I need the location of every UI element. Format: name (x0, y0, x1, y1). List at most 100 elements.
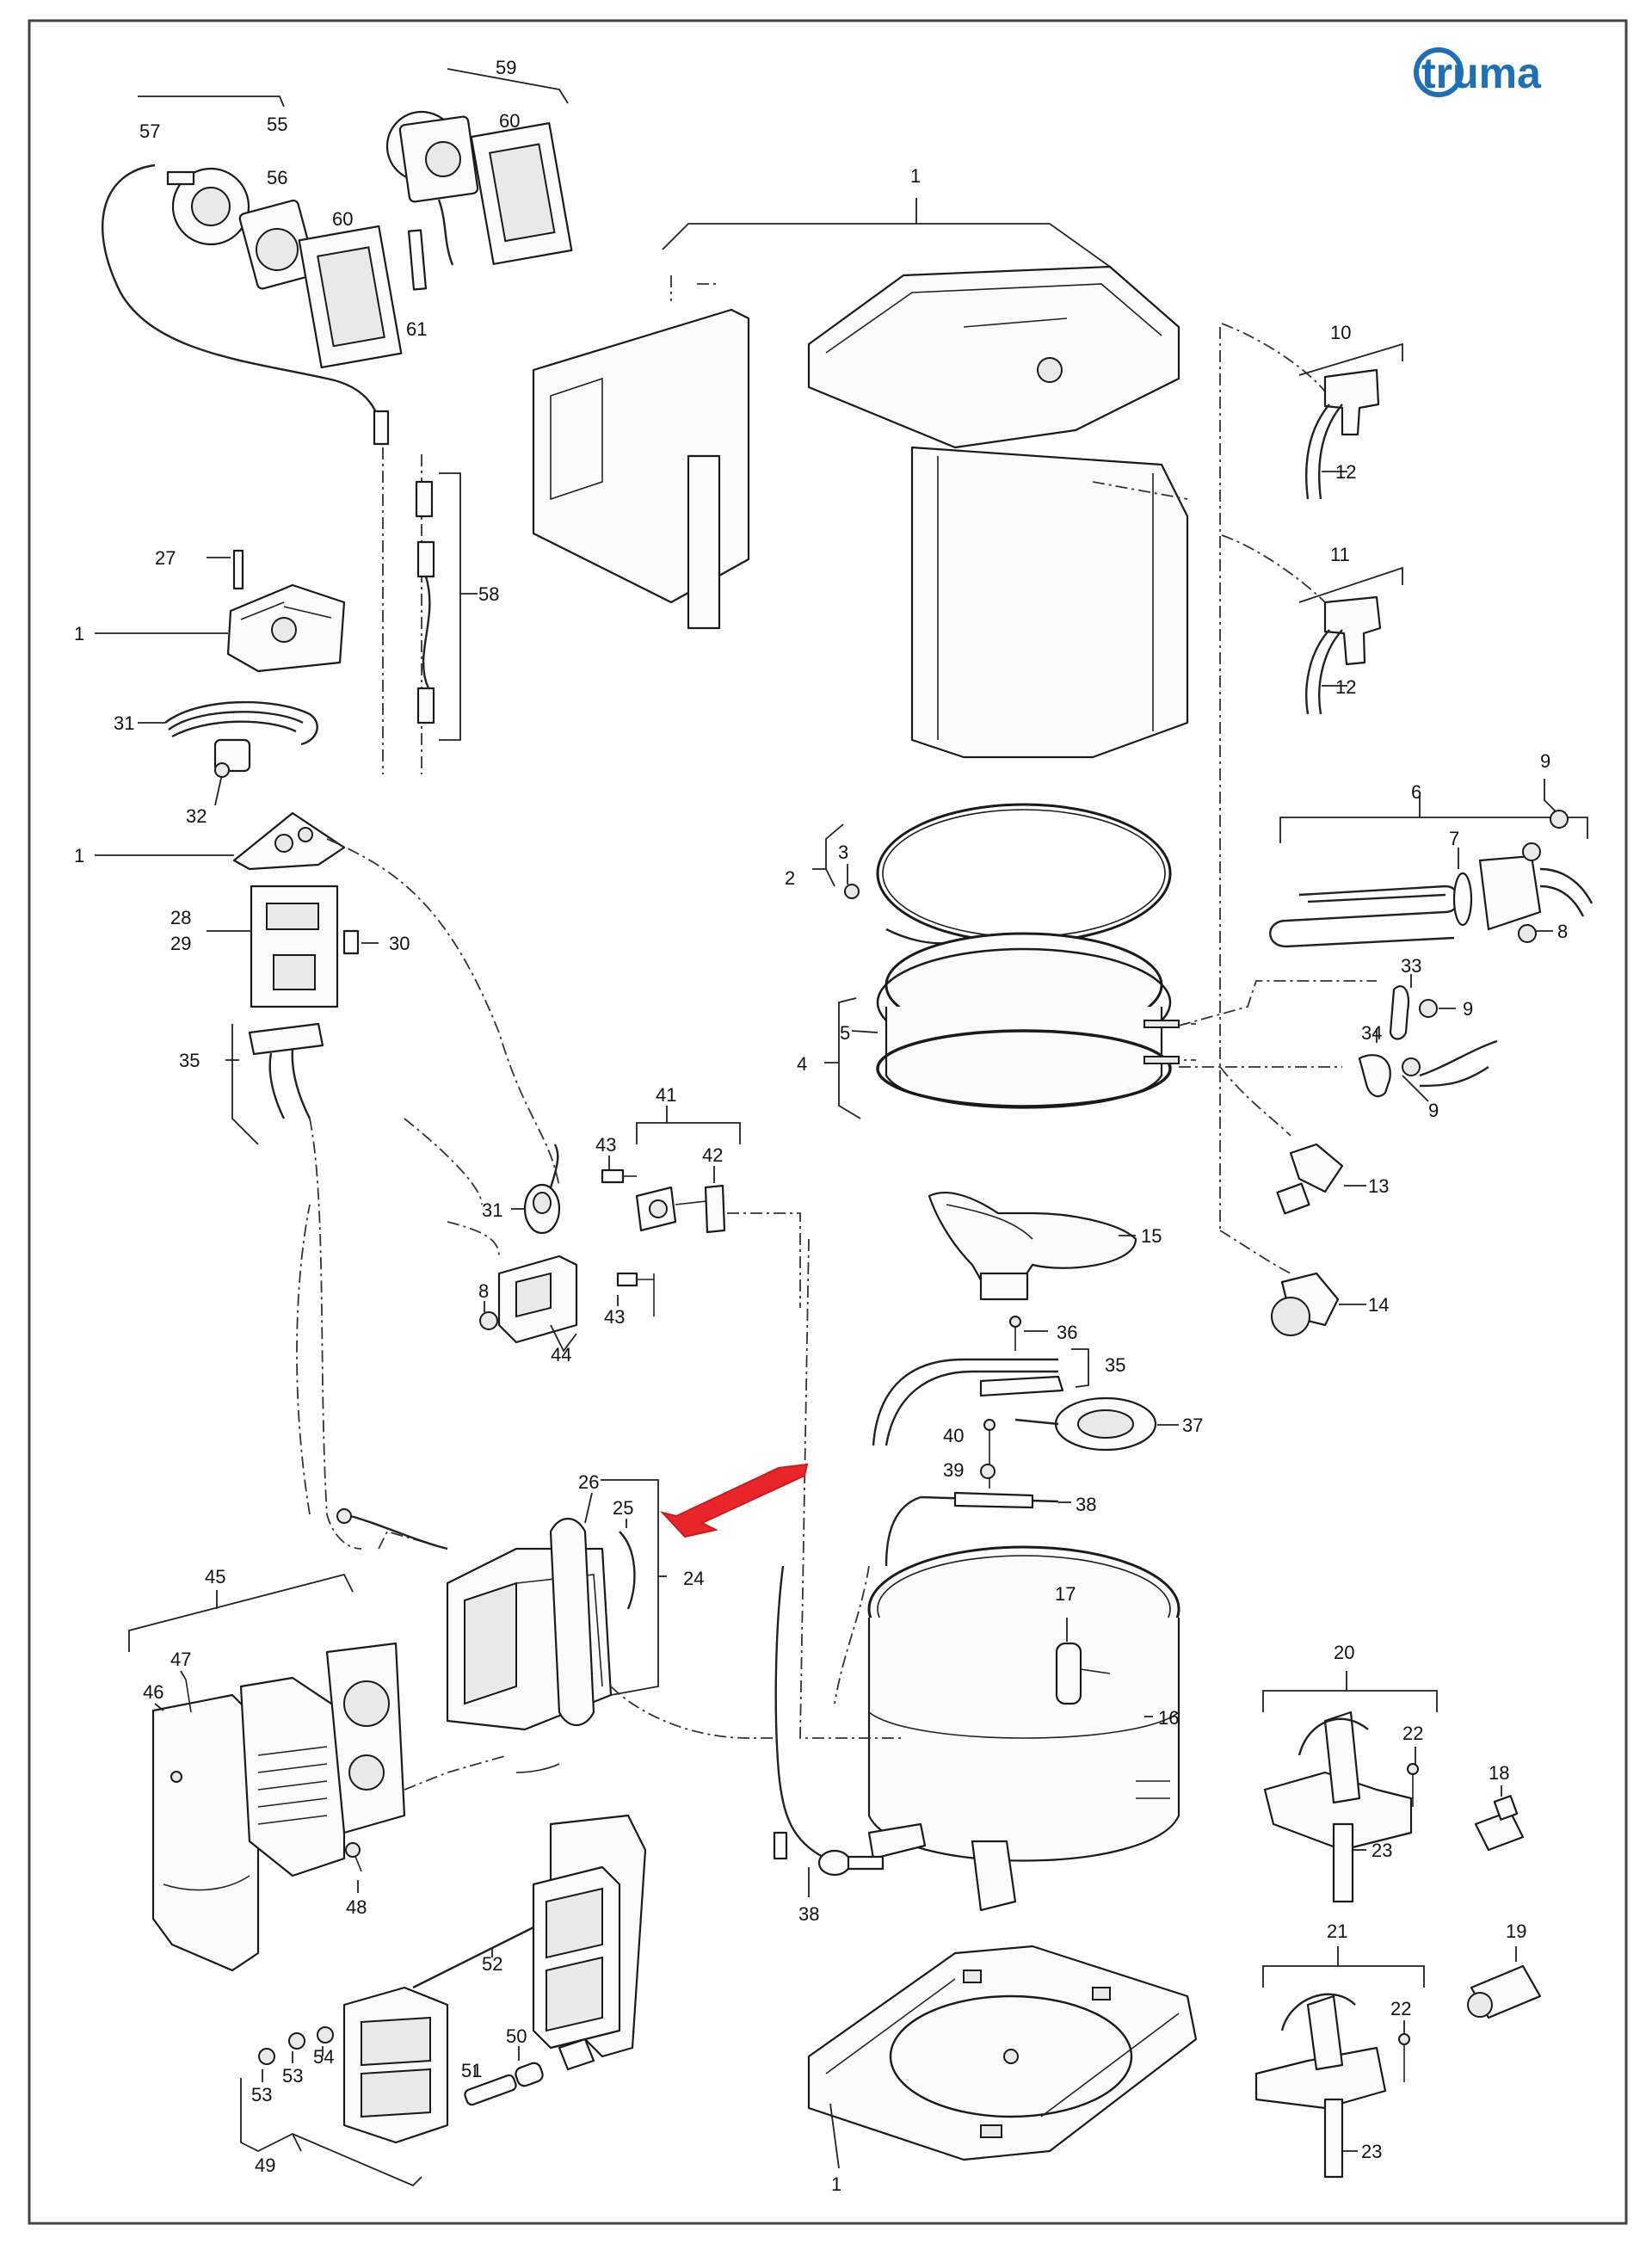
label-29: 29 (170, 933, 191, 954)
heating-element-6 (1269, 779, 1593, 948)
label-24: 24 (683, 1568, 704, 1589)
label-11: 11 (1330, 544, 1350, 565)
water-tank-16 (799, 1238, 1180, 1912)
part-labels: 59 57 55 56 60 60 61 1 10 12 11 12 27 1 … (74, 57, 1568, 2195)
label-53-lower: 53 (251, 2084, 272, 2105)
label-43-upper: 43 (595, 1134, 616, 1156)
label-9-low: 9 (1428, 1100, 1439, 1121)
label-57: 57 (139, 120, 160, 142)
label-1-casing: 1 (910, 165, 921, 187)
label-13: 13 (1368, 1175, 1389, 1197)
label-1-base-bracket: 1 (74, 845, 84, 866)
retaining-brackets-33-34 (1178, 974, 1498, 1102)
label-1-bracket: 1 (74, 623, 84, 644)
label-45: 45 (205, 1566, 225, 1587)
label-49: 49 (255, 2155, 275, 2176)
exhaust-duct-24 (378, 1479, 774, 1773)
label-23-upper: 23 (1372, 1840, 1392, 1861)
label-38-cable: 38 (798, 1903, 819, 1925)
sensor-probe (296, 1204, 448, 1550)
label-47: 47 (170, 1649, 191, 1670)
label-2: 2 (785, 867, 795, 889)
label-16: 16 (1158, 1707, 1179, 1729)
unions-18-19 (1467, 1785, 1542, 2019)
label-39: 39 (943, 1459, 964, 1481)
label-42: 42 (702, 1144, 723, 1166)
control-board-28-29 (206, 885, 379, 1008)
label-22-lower: 22 (1390, 1998, 1411, 2019)
label-51: 51 (461, 2060, 482, 2081)
water-connectors-10-11 (1221, 323, 1403, 715)
gas-valve-21 (1254, 1946, 1425, 2179)
label-7: 7 (1449, 828, 1459, 849)
label-50: 50 (506, 2025, 527, 2047)
base-bracket-1 (95, 811, 560, 1188)
label-19: 19 (1506, 1920, 1526, 1942)
label-3: 3 (838, 842, 848, 863)
label-30: 30 (389, 933, 410, 954)
label-38-electrode: 38 (1076, 1494, 1096, 1515)
label-33: 33 (1401, 955, 1421, 977)
label-23-lower: 23 (1361, 2141, 1382, 2162)
sensor-bracket-41-44 (404, 1106, 801, 1353)
label-8-right: 8 (1557, 921, 1568, 942)
label-21: 21 (1327, 1920, 1347, 1942)
flue-adapter-49 (240, 1814, 647, 2187)
label-52: 52 (482, 1953, 502, 1975)
exhaust-cowl-45 (128, 1573, 509, 1972)
label-36: 36 (1057, 1322, 1077, 1343)
label-1-base-plate: 1 (831, 2173, 841, 2195)
label-18: 18 (1489, 1762, 1509, 1784)
label-9-mid: 9 (1463, 998, 1473, 1020)
label-55: 55 (267, 114, 287, 135)
label-35-burner: 35 (1105, 1354, 1125, 1376)
label-46: 46 (143, 1681, 163, 1703)
label-10: 10 (1330, 322, 1351, 343)
label-28: 28 (170, 907, 191, 928)
label-5: 5 (840, 1022, 850, 1044)
label-31-harness: 31 (114, 712, 134, 734)
label-41: 41 (656, 1084, 676, 1106)
sensor-cable-38 (773, 1565, 885, 1897)
burner-assembly (872, 1192, 1179, 1567)
label-61: 61 (406, 318, 427, 340)
base-plate-1 (807, 1945, 1198, 2169)
cable-harness-58 (415, 472, 478, 741)
label-25: 25 (613, 1497, 633, 1519)
label-32: 32 (186, 805, 206, 827)
label-9-top: 9 (1540, 750, 1550, 772)
wiring-harness-31 (138, 700, 318, 806)
label-58: 58 (478, 583, 499, 605)
label-31-ring: 31 (482, 1199, 502, 1221)
label-22-upper: 22 (1402, 1723, 1423, 1744)
label-54: 54 (313, 2046, 334, 2068)
label-12-upper: 12 (1335, 461, 1356, 483)
label-17: 17 (1055, 1583, 1076, 1605)
ignition-leads-35 (225, 1022, 362, 1550)
label-43-lower: 43 (604, 1306, 625, 1328)
label-15: 15 (1141, 1225, 1162, 1247)
label-12-lower: 12 (1335, 676, 1356, 698)
label-56: 56 (267, 167, 287, 188)
label-8-left: 8 (478, 1280, 489, 1302)
label-40: 40 (943, 1425, 964, 1446)
label-6: 6 (1411, 781, 1421, 803)
label-60-left: 60 (332, 208, 353, 230)
label-14: 14 (1368, 1294, 1389, 1316)
control-panel-parts (102, 68, 573, 774)
label-37: 37 (1182, 1415, 1203, 1436)
label-60-right: 60 (499, 110, 520, 132)
clamp-ring-assembly (812, 803, 1196, 1119)
label-26: 26 (578, 1471, 599, 1493)
mounting-bracket-1 (95, 549, 346, 673)
gas-valve-20 (1262, 1671, 1438, 1903)
label-44: 44 (551, 1344, 571, 1366)
label-20: 20 (1334, 1642, 1354, 1663)
label-59: 59 (496, 57, 516, 78)
label-53-upper: 53 (282, 2065, 303, 2087)
label-34: 34 (1361, 1022, 1382, 1044)
label-27: 27 (155, 547, 176, 569)
outer-casing-1 (532, 198, 1189, 759)
label-4: 4 (797, 1053, 807, 1075)
